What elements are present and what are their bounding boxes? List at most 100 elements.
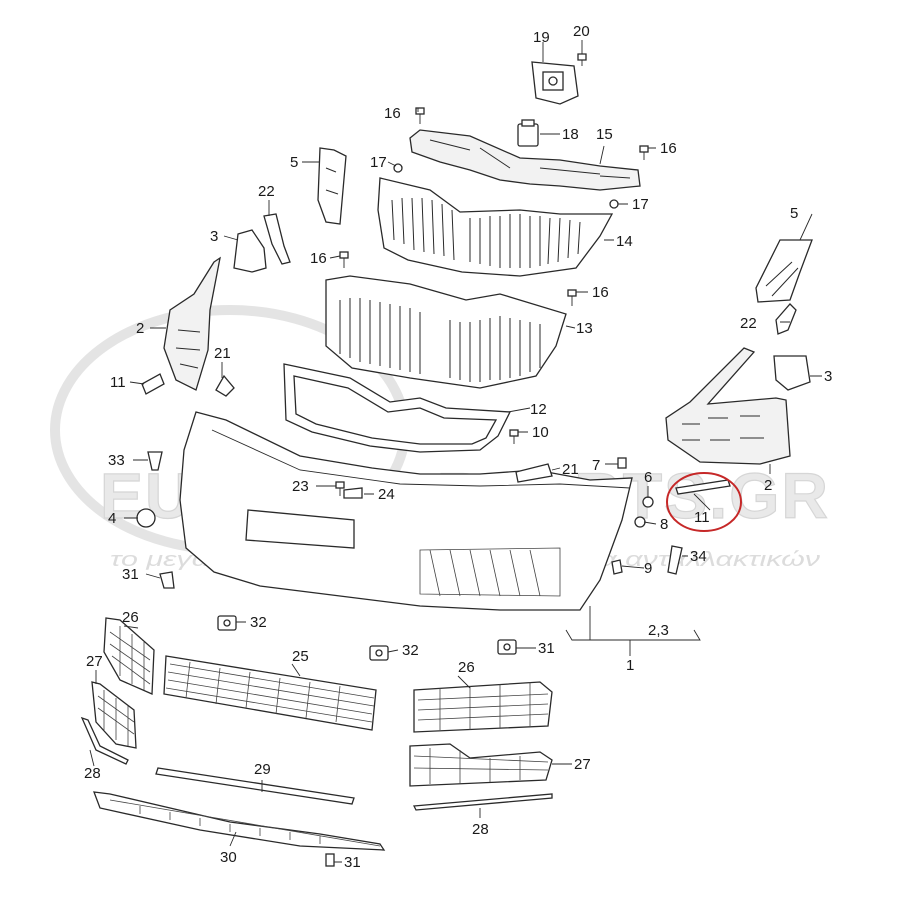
callout-21[interactable]: 21 [214,345,231,362]
part-32-holder-b[interactable] [369,645,389,661]
part-17-clip-b[interactable] [609,199,619,209]
callout-18[interactable]: 18 [562,126,579,143]
part-20-screw[interactable] [577,53,587,66]
callout-32[interactable]: 32 [402,642,419,659]
part-23-screw[interactable] [335,481,345,496]
callout-14[interactable]: 14 [616,233,633,250]
callout-12[interactable]: 12 [530,401,547,418]
callout-17[interactable]: 17 [632,196,649,213]
callout-24[interactable]: 24 [378,486,395,503]
callout-11[interactable]: 11 [110,374,126,391]
callout-10[interactable]: 10 [532,424,549,441]
callout-16[interactable]: 16 [310,250,327,267]
part-28-strip-left[interactable] [80,716,129,765]
part-22-guide-left[interactable] [263,213,291,265]
part-1-bumper[interactable] [179,411,633,611]
callout-26[interactable]: 26 [122,609,139,626]
callout-22[interactable]: 22 [740,315,757,332]
callout-5[interactable]: 5 [290,154,298,171]
callout-26[interactable]: 26 [458,659,475,676]
callout-19[interactable]: 19 [533,29,550,46]
part-13-grille[interactable] [325,275,567,389]
callout-27[interactable]: 27 [86,653,103,670]
part-22-guide-right[interactable] [775,303,797,335]
part-29-strip[interactable] [155,767,355,805]
callout-16[interactable]: 16 [384,105,401,122]
callout-13[interactable]: 13 [576,320,593,337]
part-26-grille-left[interactable] [103,617,155,695]
callout-2[interactable]: 2 [136,320,144,337]
part-31-holder-left[interactable] [159,571,175,589]
callout-22[interactable]: 22 [258,183,275,200]
part-5-bracket-left[interactable] [317,147,347,225]
callout-20[interactable]: 20 [573,23,590,40]
callout-28[interactable]: 28 [84,765,101,782]
callout-21[interactable]: 21 [562,461,579,478]
callout-5[interactable]: 5 [790,205,798,222]
callout-33[interactable]: 33 [108,452,125,469]
part-12-frame[interactable] [283,363,512,453]
part-18-sensor[interactable] [517,119,539,147]
callout-16[interactable]: 16 [660,140,677,157]
callout-31[interactable]: 31 [344,854,361,871]
part-28-strip-right[interactable] [412,793,553,811]
callout-32[interactable]: 32 [250,614,267,631]
callout-8[interactable]: 8 [660,516,668,533]
part-3-bracket-left[interactable] [233,229,267,273]
part-26-grille-right[interactable] [413,681,553,733]
part-21-cap-left[interactable] [215,374,235,397]
callout-16[interactable]: 16 [592,284,609,301]
part-11-cover-left[interactable] [141,373,165,395]
callout-17[interactable]: 17 [370,154,387,171]
part-15-crossmember[interactable] [409,129,641,191]
callout-11[interactable]: 11 [694,509,710,526]
part-19-bracket[interactable] [531,61,579,105]
part-27-grille-right[interactable] [409,743,553,787]
part-4-cover[interactable] [136,508,156,528]
part-34-bracket[interactable] [667,545,683,575]
callout-30[interactable]: 30 [220,849,237,866]
part-32-holder-a[interactable] [217,615,237,631]
callout-9[interactable]: 9 [644,560,652,577]
callout-27[interactable]: 27 [574,756,591,773]
callout-2-3[interactable]: 2,3 [648,622,669,639]
part-16-screw-d[interactable] [567,289,577,306]
part-16-screw-b[interactable] [639,145,649,160]
part-31-holder-b[interactable] [497,639,517,655]
part-9-clip[interactable] [611,559,623,575]
part-6-nut[interactable] [642,496,654,508]
callout-4[interactable]: 4 [108,510,116,527]
part-16-screw-a[interactable] [415,107,425,124]
part-11-trim-strip[interactable] [675,479,731,495]
highlight-ring-part-11 [666,472,742,532]
callout-2[interactable]: 2 [764,477,772,494]
part-14-grille-frame[interactable] [377,177,614,277]
callout-25[interactable]: 25 [292,648,309,665]
part-2-guide-right[interactable] [665,347,791,465]
callout-31[interactable]: 31 [122,566,139,583]
part-8-screw[interactable] [634,516,646,528]
part-33-clip[interactable] [147,451,163,471]
part-30-spoiler[interactable] [93,791,386,851]
callout-3[interactable]: 3 [210,228,218,245]
callout-28[interactable]: 28 [472,821,489,838]
part-10-screw[interactable] [509,429,519,444]
part-25-grille[interactable] [163,655,377,731]
part-7-screw[interactable] [617,457,627,469]
callout-1[interactable]: 1 [626,657,634,674]
callout-31[interactable]: 31 [538,640,555,657]
part-2-guide-left[interactable] [163,256,221,391]
callout-23[interactable]: 23 [292,478,309,495]
part-3-bracket-right[interactable] [773,355,811,391]
part-27-grille-left[interactable] [91,681,137,749]
callout-29[interactable]: 29 [254,761,271,778]
callout-3[interactable]: 3 [824,368,832,385]
part-31-screw-bottom[interactable] [325,853,335,867]
part-24-clip[interactable] [343,487,363,499]
part-16-screw-c[interactable] [339,251,349,268]
callout-6[interactable]: 6 [644,469,652,486]
callout-34[interactable]: 34 [690,548,707,565]
part-5-bracket-right[interactable] [755,239,813,303]
callout-7[interactable]: 7 [592,457,600,474]
callout-15[interactable]: 15 [596,126,613,143]
